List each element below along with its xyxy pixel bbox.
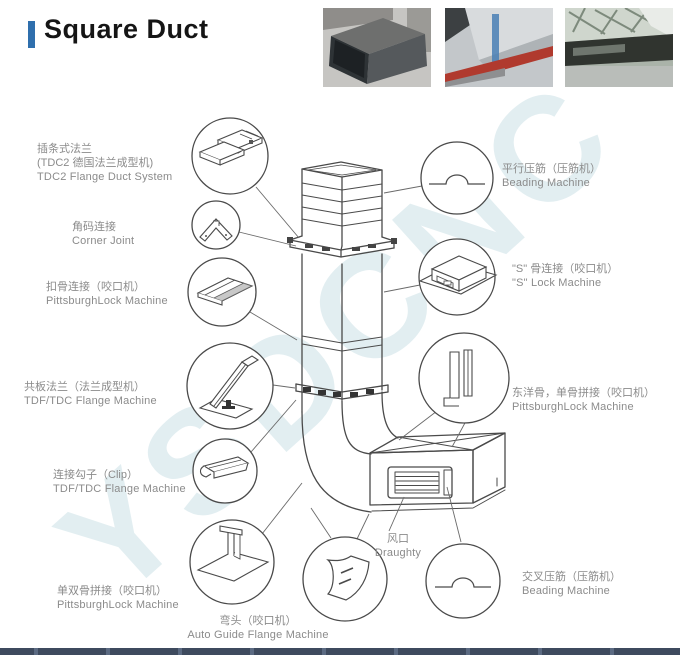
label-parallel-bead: 平行压筋（压筋机） Beading Machine	[502, 163, 601, 189]
callout-circle-tdc2-flange	[191, 117, 269, 195]
duct-drawing	[287, 161, 506, 513]
label-tdc2-flange: 插条式法兰 (TDC2 德国法兰成型机) TDC2 Flange Duct Sy…	[37, 143, 173, 183]
tdc2-flange-icon	[198, 129, 264, 166]
label-single-seam: 东洋骨，单骨拼接（咬口机） PittsburghLock Machine	[512, 387, 655, 413]
callout-circle-double-seam	[189, 519, 275, 605]
photo-square-duct-sample	[323, 8, 431, 87]
label-double-seam: 单双骨拼接（咬口机） PittsburghLock Machine	[57, 585, 179, 611]
tdf-flange-icon	[198, 355, 260, 419]
page-title: Square Duct	[44, 14, 209, 44]
callout-circle-clip	[192, 438, 258, 504]
callout-circle-corner-joint	[191, 200, 241, 250]
label-corner-joint: 角码连接 Corner Joint	[72, 221, 135, 247]
photo-duct-workshop-art	[565, 8, 673, 87]
photo-ceiling-ducts	[445, 8, 553, 87]
callout-circles	[186, 117, 510, 622]
photo-ceiling-ducts-art	[445, 8, 553, 87]
label-pittsburgh-lock: 扣骨连接（咬口机） PittsburghLock Machine	[46, 281, 168, 307]
label-s-lock: "S" 骨连接（咬口机） "S" Lock Machine	[512, 263, 619, 289]
photo-square-duct-sample-art	[323, 8, 431, 87]
callout-circle-pittsburgh-lock	[187, 257, 257, 327]
label-vent: 风口 Draughty	[374, 533, 422, 559]
label-clip: 连接勾子（Clip） TDF/TDC Flange Machine	[53, 469, 186, 495]
bottom-bar	[0, 648, 680, 655]
cross-bead-icon	[435, 577, 491, 588]
label-elbow: 弯头（咬口机） Auto Guide Flange Machine	[187, 615, 329, 641]
callout-circle-parallel-bead	[420, 141, 494, 215]
title-accent-bar	[28, 21, 35, 48]
callout-circle-tdf-flange	[186, 342, 274, 430]
pittsburgh-lock-icon	[196, 277, 254, 306]
s-lock-icon	[418, 255, 498, 295]
clip-icon	[199, 456, 250, 479]
callout-circle-cross-bead	[425, 543, 501, 619]
leader-lines	[238, 185, 467, 543]
elbow-icon	[326, 555, 370, 601]
label-tdf-flange: 共板法兰（法兰成型机） TDF/TDC Flange Machine	[24, 381, 157, 407]
single-seam-icon	[443, 349, 473, 407]
photo-duct-workshop	[565, 8, 673, 87]
double-seam-icon	[196, 525, 270, 582]
corner-joint-icon	[199, 218, 233, 242]
label-cross-bead: 交叉压筋（压筋机） Beading Machine	[522, 571, 621, 597]
callout-circle-single-seam	[418, 332, 510, 424]
parallel-bead-icon	[429, 174, 485, 185]
callout-circle-elbow	[302, 536, 388, 622]
callout-circle-s-lock	[418, 238, 498, 316]
